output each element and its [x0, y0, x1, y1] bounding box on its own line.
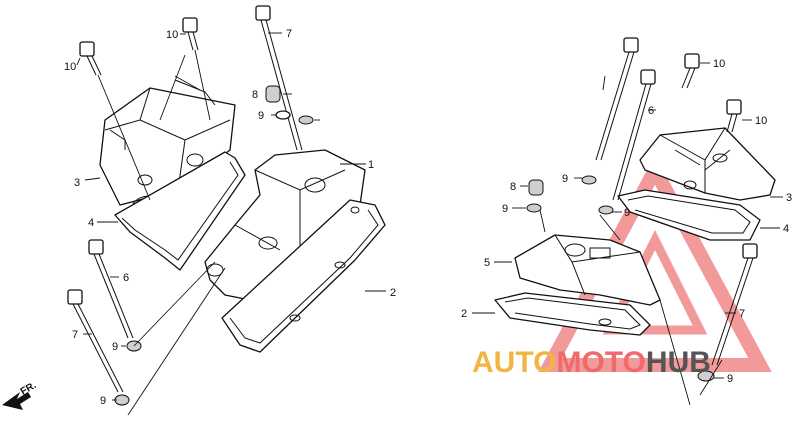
callout-6: 6: [123, 272, 129, 284]
right-rear-gasket: [494, 292, 651, 336]
watermark-logo: AUTOMOTOHUB: [472, 346, 711, 379]
left-cap-nut-8: [265, 85, 281, 103]
front-direction-arrow: [2, 392, 31, 410]
callout-10: 10: [713, 58, 725, 70]
left-head-cover: [99, 79, 236, 221]
left-bolt-10-upper: [79, 41, 102, 76]
callout-7: 7: [72, 329, 78, 341]
right-head-gasket: [617, 189, 761, 241]
right-cap-nut-8: [528, 179, 544, 196]
watermark-part-hub: HUB: [646, 346, 711, 379]
callout-9: 9: [112, 341, 118, 353]
callout-9: 9: [562, 173, 568, 185]
callout-2: 2: [390, 287, 396, 299]
callout-4: 4: [783, 223, 789, 235]
callout-4: 4: [88, 217, 94, 229]
callout-8: 8: [510, 181, 516, 193]
callout-10: 10: [64, 61, 76, 73]
left-leader-lines: [76, 32, 386, 416]
left-washer-9-a: [275, 110, 314, 125]
callout-3: 3: [786, 192, 792, 204]
watermark-part-auto: AUTO: [472, 346, 556, 379]
callout-7: 7: [286, 28, 292, 40]
right-washer-9-top: [581, 175, 597, 185]
callout-7: 7: [739, 308, 745, 320]
right-stud-bolt-top: [595, 37, 639, 161]
right-bolt-6: [612, 69, 656, 201]
left-bolt-6: [88, 239, 134, 339]
right-head-cover: [639, 127, 776, 201]
right-rear-head-cover: [514, 234, 661, 306]
callout-6: 6: [648, 105, 654, 117]
right-leader-lines: [472, 62, 783, 406]
left-front-head-cover: [204, 149, 366, 301]
callout-9: 9: [502, 203, 508, 215]
left-head-gasket: [114, 151, 246, 271]
watermark-part-moto: MOTO: [556, 346, 645, 379]
left-washer-9-bottom: [114, 394, 130, 406]
callout-9: 9: [100, 395, 106, 407]
right-stud-bolt-7: [711, 243, 758, 366]
callout-3: 3: [74, 177, 80, 189]
svg-text:AUTOMOTOHUB: AUTOMOTOHUB: [472, 346, 711, 379]
callout-9: 9: [258, 110, 264, 122]
right-bolt-10-lower: [726, 99, 742, 133]
callout-10: 10: [166, 29, 178, 41]
right-washer-9-a: [598, 205, 614, 215]
right-bolt-10-upper: [681, 53, 700, 89]
left-stud-bolt-7-bottom: [67, 289, 124, 393]
callout-10: 10: [755, 115, 767, 127]
callout-5: 5: [484, 257, 490, 269]
front-direction-label: FR.: [19, 380, 39, 398]
right-washer-9-b: [526, 203, 542, 213]
callout-8: 8: [252, 89, 258, 101]
left-bolt-10-lower: [182, 17, 199, 51]
callout-1: 1: [368, 159, 374, 171]
left-stud-bolt-7-top: [255, 5, 303, 151]
callout-9: 9: [727, 373, 733, 385]
callout-2: 2: [461, 308, 467, 320]
callout-labels: 10 10 7 8 9 1 3 4 6 2 7 9 9 10 10 6 9 9 …: [64, 28, 792, 407]
left-front-gasket: [221, 199, 386, 353]
callout-9: 9: [624, 207, 630, 219]
